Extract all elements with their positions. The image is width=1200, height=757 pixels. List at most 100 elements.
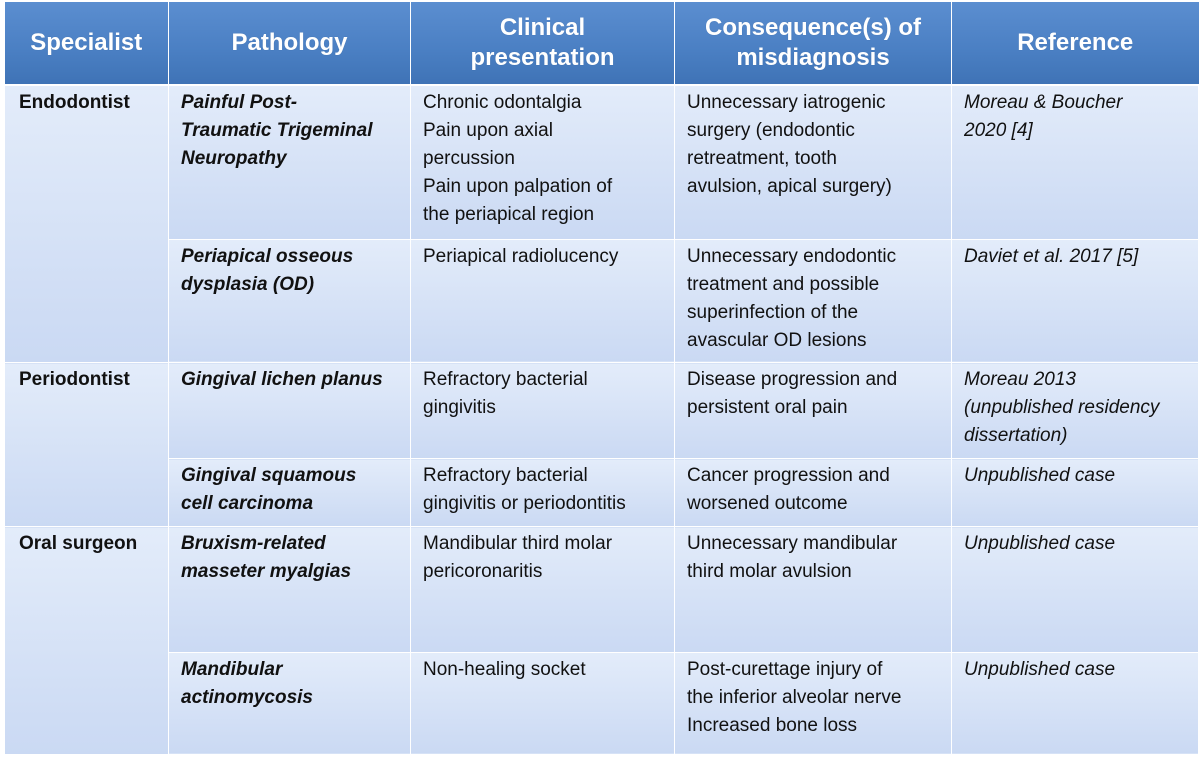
header-line: Consequence(s) of xyxy=(704,14,922,41)
presentation-cell: Periapical radiolucency xyxy=(410,238,675,364)
specialist-cell: Oral surgeon xyxy=(4,526,169,755)
cell-line: Increased bone loss xyxy=(687,714,858,736)
header-pathology: Pathology xyxy=(168,2,411,86)
consequence-cell: Post-curettage injury of the inferior al… xyxy=(674,651,952,756)
cell-line: Unpublished case xyxy=(964,533,1116,555)
presentation-cell: Non-healing socket xyxy=(410,651,675,756)
reference-cell: Unpublished case xyxy=(951,651,1199,756)
presentation-cell: Refractory bacterial gingivitis or perio… xyxy=(410,458,675,528)
cell-line: worsened outcome xyxy=(687,493,848,515)
cell-line: Daviet et al. 2017 [5] xyxy=(964,245,1139,267)
pathology-cell: Bruxism-related masseter myalgias xyxy=(168,526,411,653)
cell-line: Periapical radiolucency xyxy=(423,245,619,267)
cell-line: gingivitis xyxy=(423,397,496,419)
header-line: Clinical xyxy=(499,14,586,41)
cell-line: Pain upon palpation of xyxy=(423,176,613,197)
pathology-cell: Gingival squamous cell carcinoma xyxy=(168,458,411,528)
cell-line: the inferior alveolar nerve xyxy=(687,686,902,708)
cell-line: Bruxism-related xyxy=(181,533,326,555)
cell-line: avascular OD lesions xyxy=(687,329,867,351)
cell-line: Traumatic Trigeminal xyxy=(181,120,373,141)
header-line: misdiagnosis xyxy=(736,44,890,71)
cell-line: Disease progression and xyxy=(687,369,898,391)
cell-line: Cancer progression and xyxy=(687,465,890,487)
table-row: Endodontist Painful Post- Traumatic Trig… xyxy=(4,84,1199,364)
cell-line: treatment and possible xyxy=(687,273,880,295)
consequence-cell: Cancer progression and worsened outcome xyxy=(674,458,952,528)
specialist-cell: Endodontist xyxy=(4,84,169,364)
cell-line: Refractory bacterial xyxy=(423,369,588,391)
table-row: Gingival squamous cell carcinoma Refract… xyxy=(5,458,1199,528)
cell-line: Mandibular xyxy=(181,658,283,680)
reference-cell: Moreau & Boucher 2020 [4] xyxy=(951,84,1199,240)
cell-line: Gingival lichen planus xyxy=(181,369,383,391)
cell-line: dissertation) xyxy=(964,425,1068,447)
header-line: Specialist xyxy=(30,29,143,56)
header-line: Pathology xyxy=(231,29,348,56)
header-line: Reference xyxy=(1017,29,1134,56)
cell-line: cell carcinoma xyxy=(181,493,314,515)
cell-line: Chronic odontalgia xyxy=(423,92,582,113)
cell-line: Pain upon axial xyxy=(423,120,553,141)
cell-line: the periapical region xyxy=(423,204,595,225)
cell-line: surgery (endodontic xyxy=(687,120,855,141)
consequence-cell: Unnecessary iatrogenic surgery (endodont… xyxy=(674,84,952,240)
cell-line: Unnecessary iatrogenic xyxy=(687,92,886,113)
specialist-cell: Periodontist xyxy=(4,362,169,528)
presentation-cell: Chronic odontalgia Pain upon axial percu… xyxy=(410,84,675,240)
cell-line: Unnecessary endodontic xyxy=(687,245,897,267)
cell-line: Post-curettage injury of xyxy=(687,658,883,680)
cell-line: (unpublished residency xyxy=(964,397,1160,419)
pathology-cell: Gingival lichen planus xyxy=(168,362,411,460)
cell-line: Gingival squamous xyxy=(181,465,357,487)
cell-line: Non-healing socket xyxy=(423,658,586,680)
cell-line: Neuropathy xyxy=(181,148,287,169)
reference-cell: Moreau 2013 (unpublished residency disse… xyxy=(951,362,1199,460)
cell-line: Unpublished case xyxy=(964,465,1116,487)
table-row: Oral surgeon Bruxism-related masseter my… xyxy=(4,526,1199,755)
header-clinical-presentation: Clinical presentation xyxy=(410,2,675,86)
cell-line: avulsion, apical surgery) xyxy=(687,176,892,197)
cell-line: actinomycosis xyxy=(181,686,313,708)
consequence-cell: Unnecessary endodontic treatment and pos… xyxy=(674,238,952,364)
specialist-label: Periodontist xyxy=(19,369,130,391)
specialist-label: Endodontist xyxy=(19,92,130,113)
table-row: Periodontist Gingival lichen planus Refr… xyxy=(4,362,1199,528)
cell-line: Moreau 2013 xyxy=(964,369,1076,391)
cell-line: dysplasia (OD) xyxy=(181,273,315,295)
cell-line: pericoronaritis xyxy=(423,561,543,583)
reference-cell: Unpublished case xyxy=(951,458,1199,528)
table-row: Periapical osseous dysplasia (OD) Periap… xyxy=(5,238,1199,364)
misdiagnosis-table: Specialist Pathology Clinical presentati… xyxy=(4,2,1199,756)
cell-line: Periapical osseous xyxy=(181,245,354,267)
cell-line: persistent oral pain xyxy=(687,397,848,419)
cell-line: retreatment, tooth xyxy=(687,148,837,169)
cell-line: Unpublished case xyxy=(964,658,1116,680)
header-consequences: Consequence(s) of misdiagnosis xyxy=(674,2,952,86)
header-reference: Reference xyxy=(951,2,1199,86)
consequence-cell: Disease progression and persistent oral … xyxy=(674,362,952,460)
header-row: Specialist Pathology Clinical presentati… xyxy=(4,2,1199,86)
consequence-cell: Unnecessary mandibular third molar avuls… xyxy=(674,526,952,653)
reference-cell: Unpublished case xyxy=(951,526,1199,653)
cell-line: Painful Post- xyxy=(181,92,298,113)
cell-line: percussion xyxy=(423,148,515,169)
cell-line: 2020 [4] xyxy=(964,120,1033,141)
pathology-cell: Painful Post- Traumatic Trigeminal Neuro… xyxy=(168,84,411,240)
cell-line: masseter myalgias xyxy=(181,561,352,583)
cell-line: Moreau & Boucher xyxy=(964,92,1123,113)
cell-line: superinfection of the xyxy=(687,301,859,323)
pathology-cell: Mandibular actinomycosis xyxy=(168,651,411,756)
cell-line: Mandibular third molar xyxy=(423,533,613,555)
cell-line: Refractory bacterial xyxy=(423,465,588,487)
presentation-cell: Mandibular third molar pericoronaritis xyxy=(410,526,675,653)
reference-cell: Daviet et al. 2017 [5] xyxy=(951,238,1199,364)
presentation-cell: Refractory bacterial gingivitis xyxy=(410,362,675,460)
table-container: Specialist Pathology Clinical presentati… xyxy=(4,2,1199,756)
cell-line: Unnecessary mandibular xyxy=(687,533,898,555)
pathology-cell: Periapical osseous dysplasia (OD) xyxy=(168,238,411,364)
cell-line: gingivitis or periodontitis xyxy=(423,493,626,515)
header-line: presentation xyxy=(470,44,615,71)
header-specialist: Specialist xyxy=(4,2,169,86)
cell-line: third molar avulsion xyxy=(687,561,852,583)
